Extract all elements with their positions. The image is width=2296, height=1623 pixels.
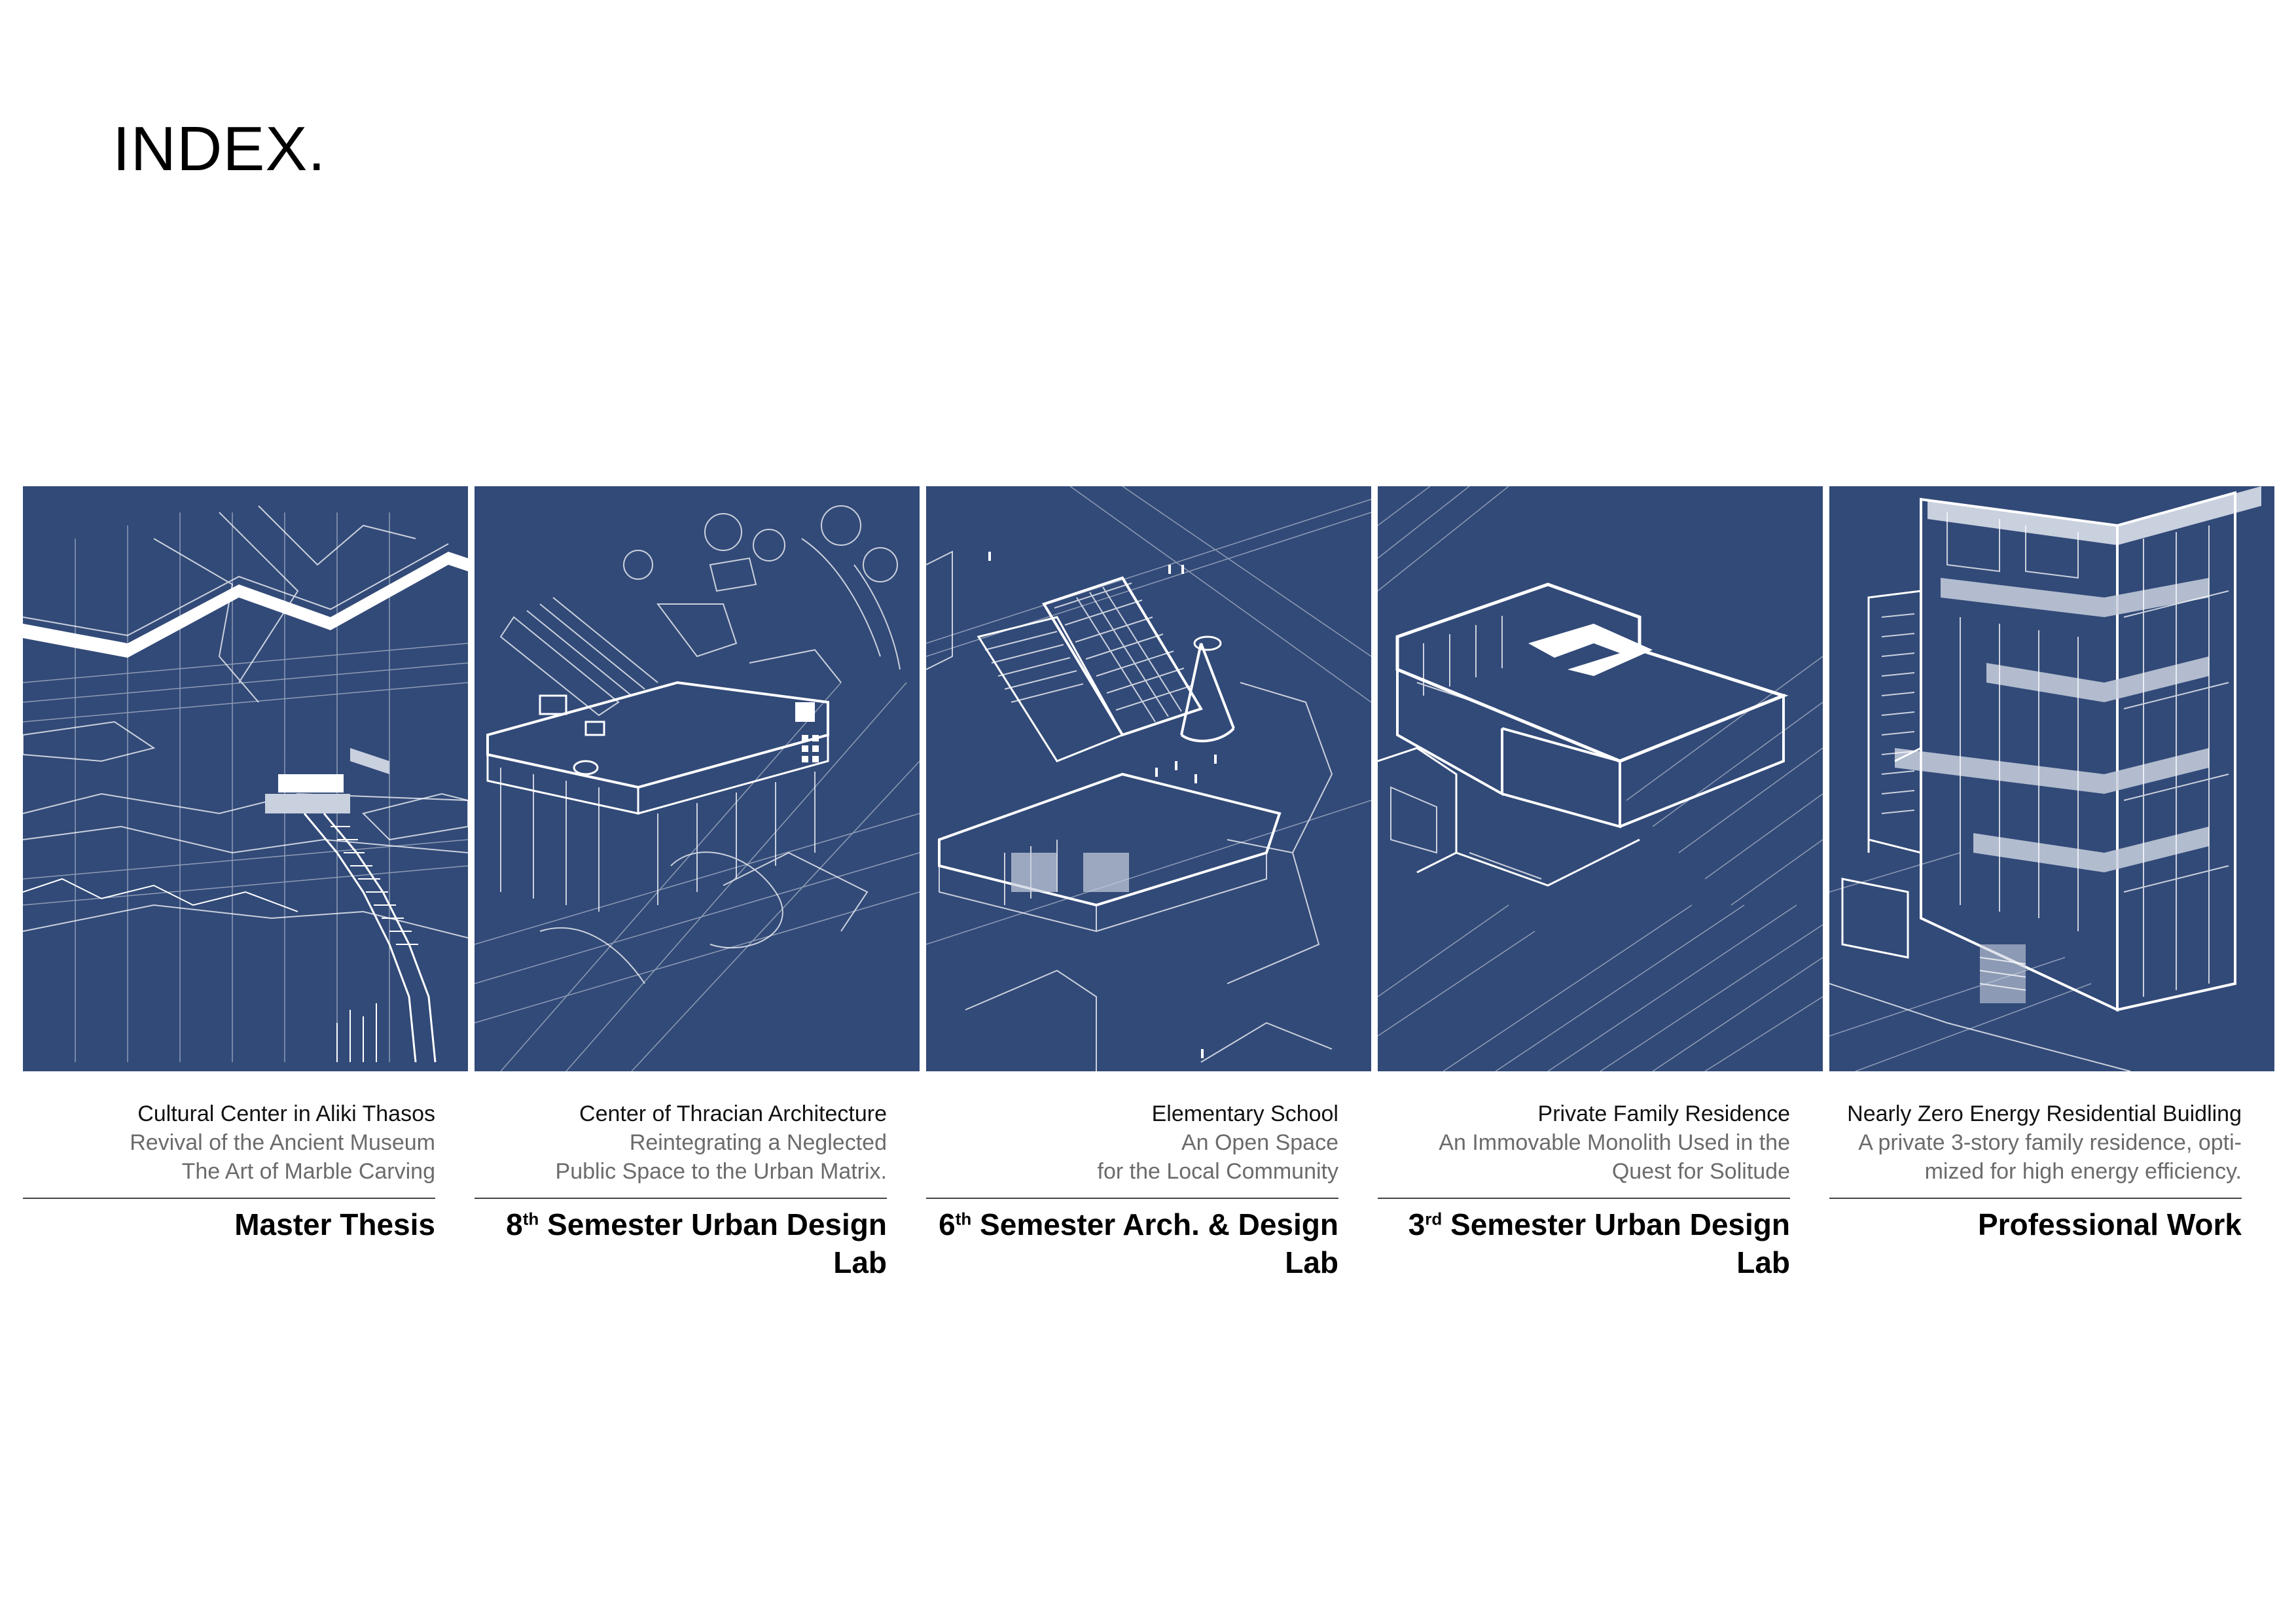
thracian-center-drawing-icon bbox=[475, 505, 920, 1071]
project-subtitle-line: for the Local Community bbox=[1097, 1159, 1339, 1184]
caption-divider bbox=[1829, 1198, 2242, 1199]
project-card-4-image[interactable] bbox=[1378, 486, 1823, 1071]
category-number: 6 bbox=[939, 1207, 956, 1241]
category-label: Master Thesis bbox=[234, 1207, 435, 1241]
project-title: Cultural Center in Aliki Thasos bbox=[137, 1101, 435, 1126]
nzeb-building-drawing-icon bbox=[1829, 486, 2261, 1071]
project-category: Master Thesis bbox=[23, 1205, 435, 1243]
residence-drawing-icon bbox=[1378, 486, 1823, 1071]
project-card-4-caption: Private Family Residence An Immovable Mo… bbox=[1378, 1099, 1790, 1281]
category-label: Semester Urban Design Lab bbox=[1442, 1207, 1790, 1279]
project-subtitle-line: Reintegrating a Neglected bbox=[629, 1130, 887, 1155]
category-label: Professional Work bbox=[1977, 1207, 2242, 1241]
category-label: Semester Urban Design Lab bbox=[539, 1207, 887, 1279]
project-subtitle-line: An Open Space bbox=[1181, 1130, 1338, 1155]
project-category: 6th Semester Arch. & Design Lab bbox=[926, 1205, 1338, 1281]
project-subtitle-line: Quest for Solitude bbox=[1611, 1159, 1790, 1184]
project-title: Private Family Residence bbox=[1537, 1101, 1790, 1126]
project-title: Center of Thracian Architecture bbox=[579, 1101, 887, 1126]
project-subtitle-line: The Art of Marble Carving bbox=[181, 1159, 435, 1184]
project-card-2-image[interactable] bbox=[475, 486, 920, 1071]
category-ordinal-suffix: th bbox=[955, 1209, 972, 1229]
school-drawing-icon bbox=[926, 486, 1371, 1071]
cultural-center-drawing-icon bbox=[23, 505, 468, 1063]
project-subtitle-line: Revival of the Ancient Museum bbox=[130, 1130, 435, 1155]
project-title: Nearly Zero Energy Residential Buidling bbox=[1847, 1101, 2242, 1126]
project-card-1-image[interactable] bbox=[23, 486, 468, 1071]
project-subtitle-line: A private 3-story family residence, opti… bbox=[1858, 1130, 2242, 1155]
caption-divider bbox=[475, 1198, 887, 1199]
caption-divider bbox=[1378, 1198, 1790, 1199]
project-category: Professional Work bbox=[1829, 1205, 2242, 1243]
caption-divider bbox=[23, 1198, 435, 1199]
category-number: 8 bbox=[506, 1207, 523, 1241]
category-number: 3 bbox=[1408, 1207, 1426, 1241]
project-subtitle-line: Public Space to the Urban Matrix. bbox=[555, 1159, 887, 1184]
project-card-1-caption: Cultural Center in Aliki Thasos Revival … bbox=[23, 1099, 435, 1243]
project-category: 3rd Semester Urban Design Lab bbox=[1378, 1205, 1790, 1281]
project-card-2-caption: Center of Thracian Architecture Reintegr… bbox=[475, 1099, 887, 1281]
project-category: 8th Semester Urban Design Lab bbox=[475, 1205, 887, 1281]
project-card-3-caption: Elementary School An Open Space for the … bbox=[926, 1099, 1338, 1281]
project-subtitle-line: An Immovable Monolith Used in the bbox=[1439, 1130, 1790, 1155]
category-label: Semester Arch. & Design Lab bbox=[971, 1207, 1338, 1279]
page-title: INDEX. bbox=[113, 114, 327, 184]
project-title: Elementary School bbox=[1151, 1101, 1338, 1126]
category-ordinal-suffix: rd bbox=[1425, 1209, 1443, 1229]
project-card-5-image[interactable] bbox=[1829, 486, 2274, 1071]
project-subtitle-line: mized for high energy efficiency. bbox=[1924, 1159, 2242, 1184]
project-card-3-image[interactable] bbox=[926, 486, 1371, 1071]
project-card-5-caption: Nearly Zero Energy Residential Buidling … bbox=[1829, 1099, 2242, 1243]
project-gallery: Cultural Center in Aliki Thasos Revival … bbox=[23, 486, 2274, 1279]
caption-divider bbox=[926, 1198, 1338, 1199]
category-ordinal-suffix: th bbox=[522, 1209, 539, 1229]
